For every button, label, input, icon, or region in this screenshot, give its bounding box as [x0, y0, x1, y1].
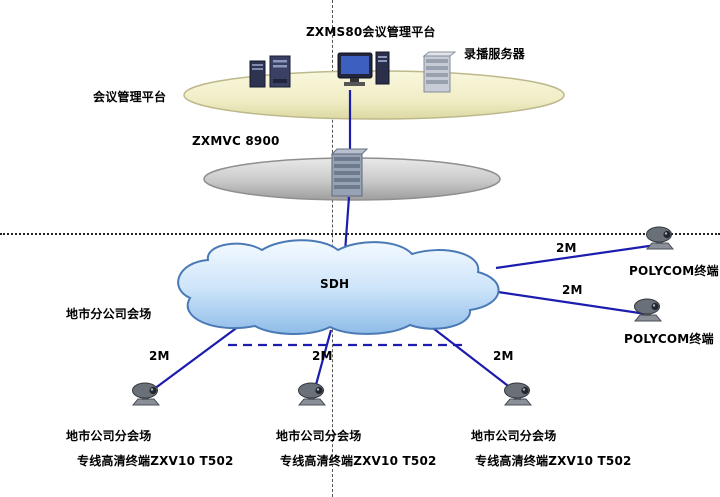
branch-office-label: 地市分公司会场	[66, 307, 152, 321]
mcu-device-icon	[330, 148, 369, 197]
link-cloud-polycom-1	[495, 243, 657, 270]
recording-server-icon	[422, 51, 457, 93]
sdh-cloud-label: SDH	[320, 277, 350, 291]
site-2-label: 地市公司分会场	[276, 429, 362, 443]
camera-terminal-site-1-icon	[132, 382, 160, 406]
camera-terminal-polycom-1-icon	[646, 226, 674, 250]
camera-terminal-site-3-icon	[504, 382, 532, 406]
server-towers-icon	[249, 55, 291, 88]
link-cloud-site-2	[312, 329, 333, 393]
bandwidth-label-site-1: 2M	[149, 349, 170, 363]
mcu-label: ZXMVC 8900	[192, 134, 280, 148]
desktop-computer-icon	[337, 51, 390, 86]
bandwidth-label-polycom-1: 2M	[556, 241, 577, 255]
terminal-3-label: 专线高清终端ZXV10 T502	[475, 454, 632, 468]
camera-terminal-polycom-2-icon	[634, 298, 662, 322]
terminal-1-label: 专线高清终端ZXV10 T502	[77, 454, 234, 468]
site-3-label: 地市公司分会场	[471, 429, 557, 443]
bandwidth-label-site-3: 2M	[493, 349, 514, 363]
link-cloud-polycom-2	[497, 290, 647, 316]
platform-title-label: ZXMS80会议管理平台	[306, 25, 436, 39]
polycom-terminal-2-label: POLYCOM终端	[624, 332, 714, 346]
management-platform-ellipse	[183, 70, 565, 120]
bandwidth-label-site-2: 2M	[312, 349, 333, 363]
sdh-cloud	[177, 239, 500, 335]
terminal-2-label: 专线高清终端ZXV10 T502	[280, 454, 437, 468]
bandwidth-label-polycom-2: 2M	[562, 283, 583, 297]
camera-terminal-site-2-icon	[298, 382, 326, 406]
recording-server-label: 录播服务器	[464, 47, 526, 61]
site-1-label: 地市公司分会场	[66, 429, 152, 443]
management-platform-label: 会议管理平台	[93, 90, 167, 104]
horizontal-dotted-divider	[0, 233, 720, 235]
polycom-terminal-1-label: POLYCOM终端	[629, 264, 719, 278]
